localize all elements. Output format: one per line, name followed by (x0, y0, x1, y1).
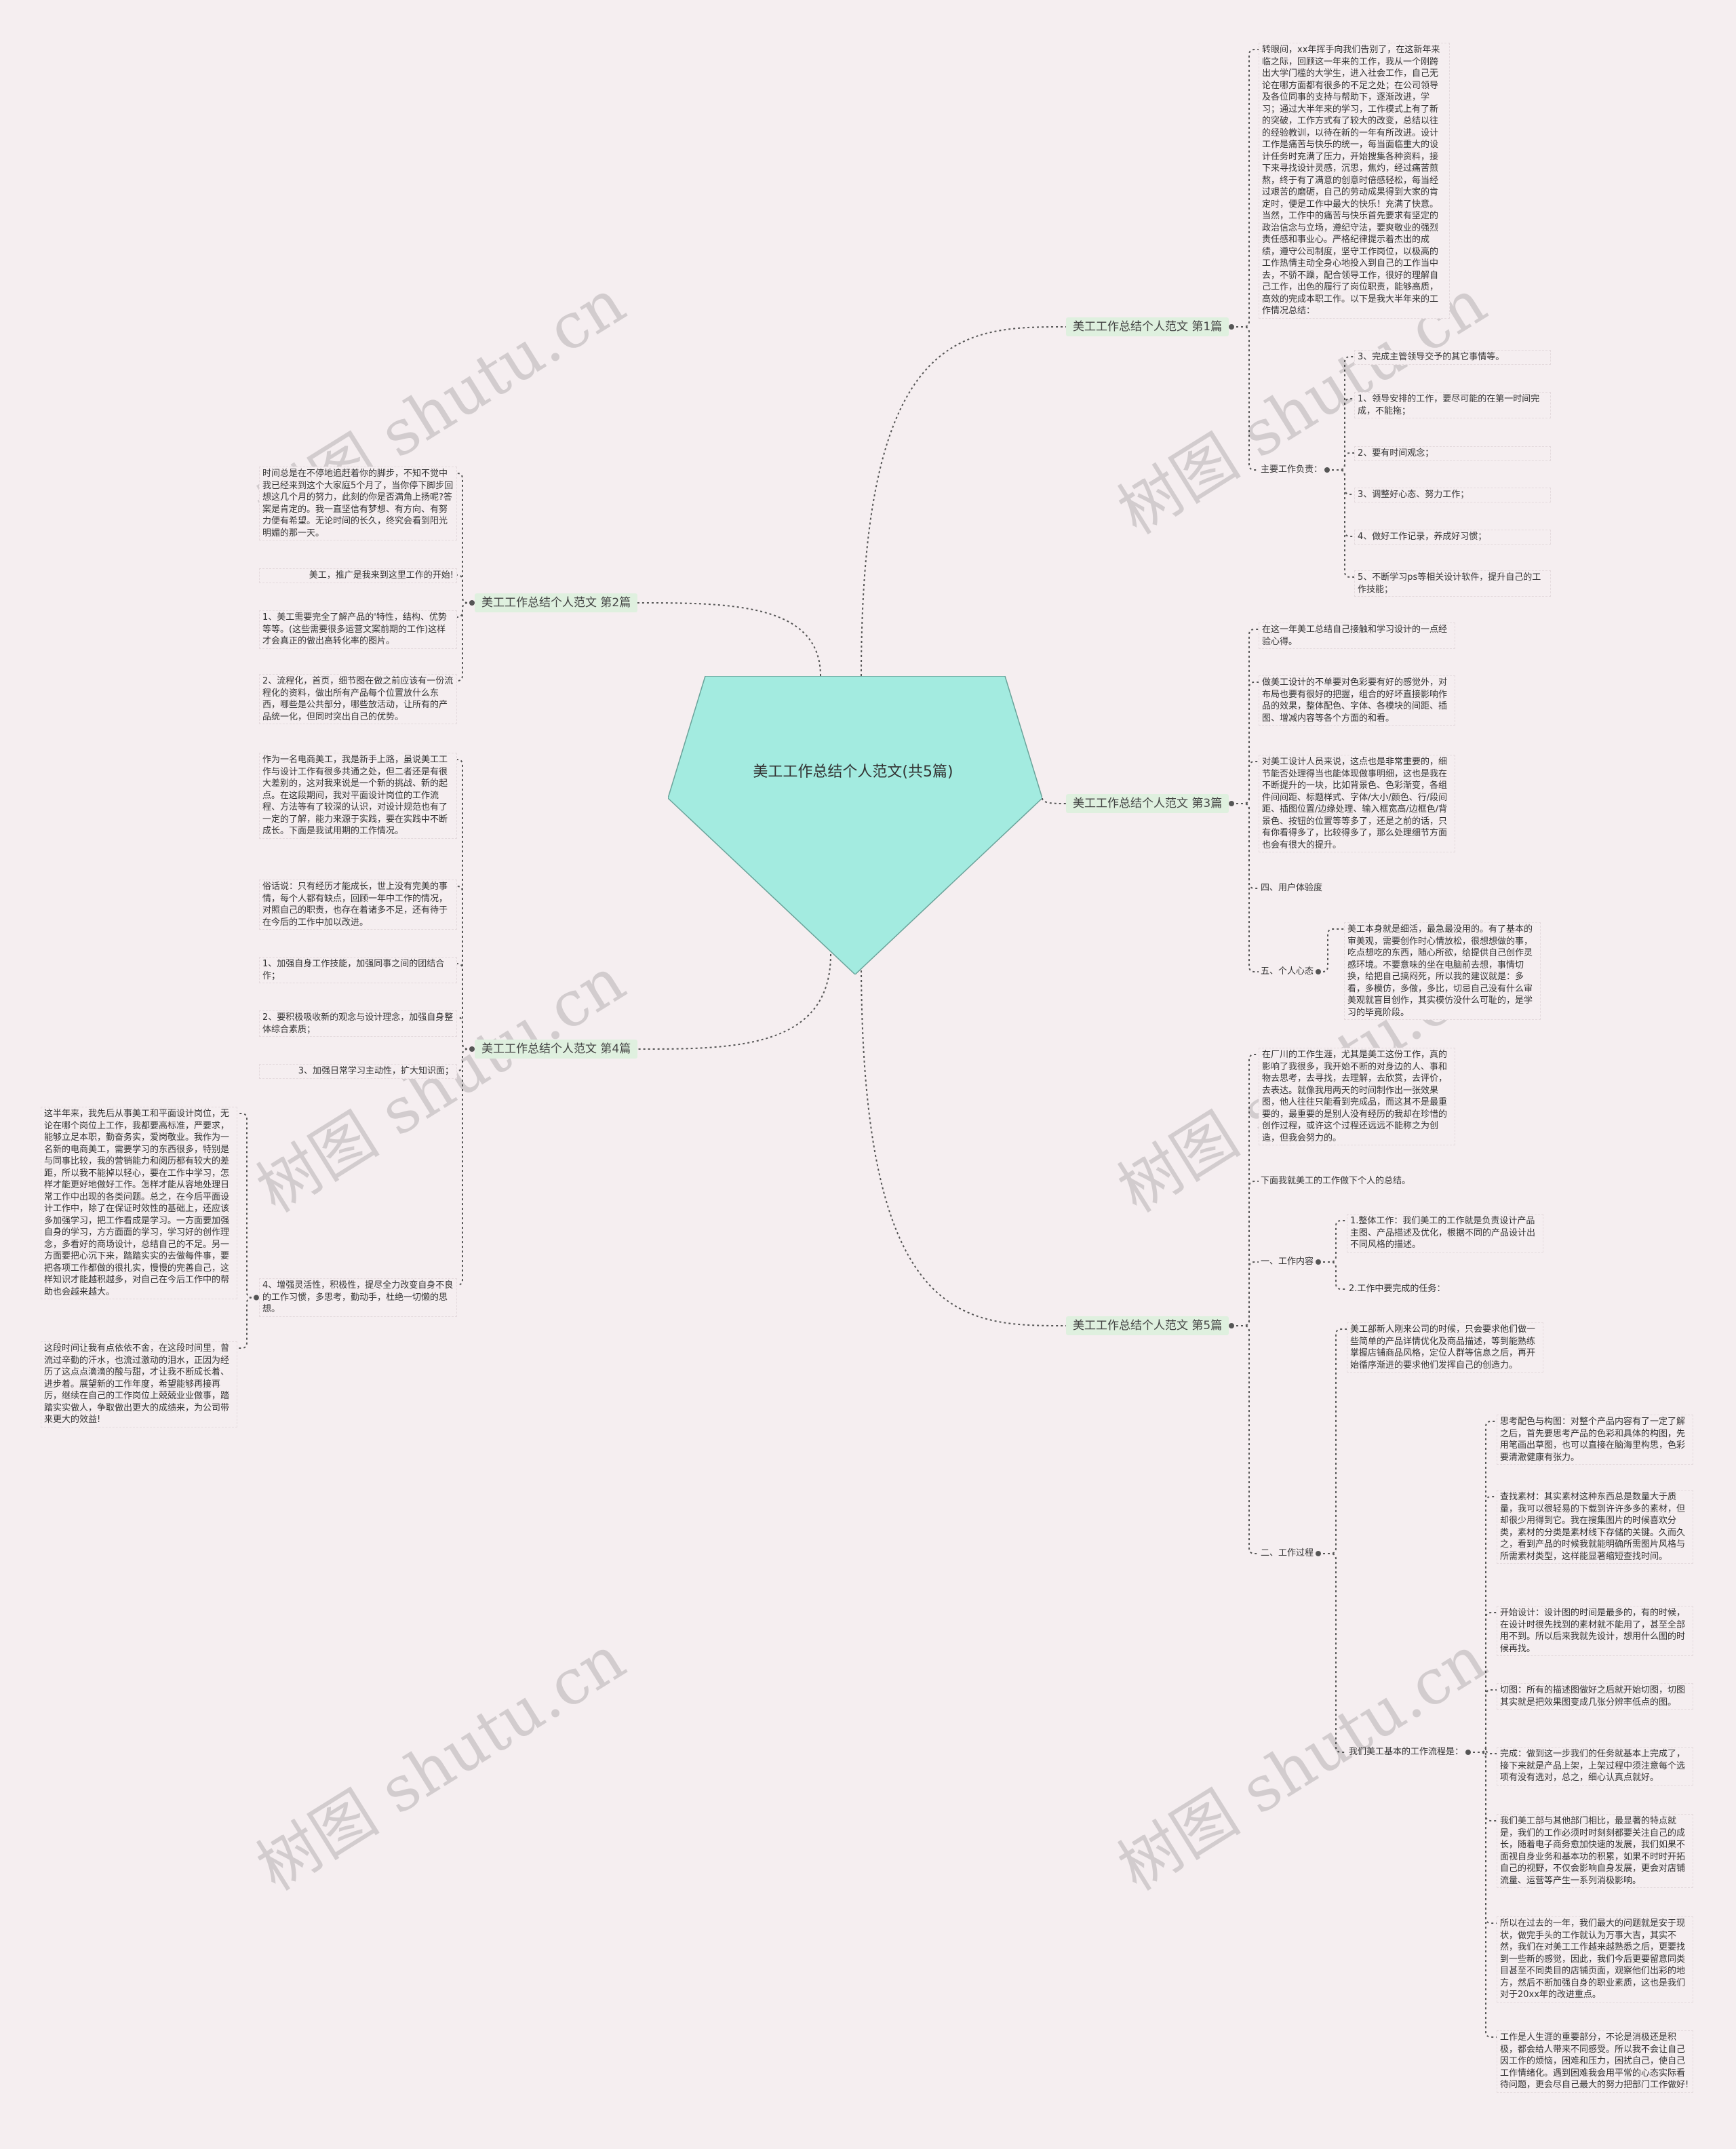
tree-connector (1327, 452, 1354, 471)
tree-connector (1318, 1261, 1347, 1290)
tree-connector (1231, 682, 1259, 804)
tree-connector (1327, 398, 1354, 471)
b5-flow-item: 完成：做到这一步我们的任务就基本上完成了，接下来就是产品上架，上架过程中须注意每… (1497, 1747, 1693, 1786)
tree-connector (1318, 1220, 1347, 1263)
b5-flow-item: 工作是人生涯的重要部分，不论是消极还是积极，都会给人带来不同感受。所以我不会让自… (1497, 2030, 1693, 2093)
b5-top-text: 在厂川的工作生涯，尤其是美工这份工作，真的影响了我很多，我开始不断的对身边的人、… (1259, 1048, 1455, 1145)
branch-5-topic[interactable]: 美工工作总结个人范文 第5篇 (1066, 1316, 1229, 1335)
tree-connector (456, 602, 472, 682)
tree-connector (1468, 1752, 1497, 2038)
b5-content-item: 1.整体工作：我们美工的工作就是负责设计产品主图、产品描述及优化，根据不同的产品… (1347, 1214, 1543, 1253)
b1-duty-label: 主要工作负责： (1261, 465, 1323, 475)
tree-connector (1231, 1054, 1259, 1326)
tree-connector (1468, 1752, 1497, 1924)
b5-content-label: 一、工作内容 (1261, 1257, 1314, 1267)
b1-duty-item: 1、领导安排的工作，要尽可能的在第一时间完成，不能拖； (1354, 392, 1551, 418)
b1-duty-item: 5、不断学习ps等相关设计软件，提升自己的工作技能； (1354, 570, 1551, 597)
b5-process-label: 二、工作过程 (1261, 1548, 1314, 1558)
tree-connector (1468, 1689, 1497, 1753)
b5-flow-item: 我们美工部与其他部门相比，最显著的特点就是，我们的工作必须时时刻刻都要关注自己的… (1497, 1814, 1693, 1888)
branch-connector (861, 960, 1067, 1326)
b5-flow-item: 所以在过去的一年，我们最大的问题就是安于现状，做完手头的工作就认为万事大吉，其实… (1497, 1916, 1693, 2003)
tree-connector (1231, 326, 1259, 471)
branch-4-topic[interactable]: 美工工作总结个人范文 第4篇 (475, 1040, 638, 1059)
b1-duty-item: 3、完成主管领导交予的其它事情等。 (1354, 350, 1551, 365)
b4-sub-item: 这段时间让我有点依依不舍，在这段时间里，曾流过辛勤的汗水，也流过激动的泪水，正因… (41, 1341, 237, 1427)
tree-connector (456, 759, 472, 1050)
tree-connector (456, 602, 472, 618)
b5-process-intro: 美工部新人刚来公司的时候，只会要求他们做一些简单的产品详情优化及商品描述，等到能… (1347, 1322, 1543, 1373)
center-topic-shape (668, 676, 1042, 974)
branch-connector (637, 602, 821, 677)
branch-connector (1042, 797, 1067, 804)
center-topic-title[interactable]: 美工工作总结个人范文(共5篇) (753, 764, 953, 781)
branch-2-topic[interactable]: 美工工作总结个人范文 第2篇 (475, 593, 638, 612)
tree-connector (1318, 928, 1344, 972)
tree-connector (1231, 49, 1259, 328)
b2-item: 1、美工需要完全了解产品的'特性，结构、优势等等。(这些需要很多运营文案前期的工… (259, 610, 457, 649)
b5-content-item: 2.工作中要完成的任务： (1349, 1284, 1446, 1294)
tree-connector (1231, 803, 1259, 972)
b1-duty-item: 3、调整好心态、努力工作； (1354, 488, 1551, 502)
b3-mind-label: 五、个人心态 (1261, 966, 1314, 977)
b4-item: 作为一名电商美工，我是新手上路，虽说美工工作与设计工作有很多共通之处，但二者还是… (259, 753, 457, 839)
tree-connector (1468, 1421, 1497, 1753)
b5-summary: 下面我就美工的工作做下个人的总结。 (1261, 1176, 1411, 1186)
b3-item: 四、用户体验度 (1261, 883, 1323, 893)
branch-3-topic[interactable]: 美工工作总结个人范文 第3篇 (1066, 794, 1229, 813)
tree-connector (237, 1297, 256, 1349)
b2-item: 美工，推广是我来到这里工作的开始! (259, 568, 457, 583)
b3-item: 在这一年美工总结自己接触和学习设计的一点经验心得。 (1259, 623, 1455, 649)
b5-flow-label: 我们美工基本的工作流程是： (1349, 1747, 1464, 1757)
b5-flow-item: 思考配色与构图：对整个产品内容有了一定了解之后，首先要思考产品的色彩和具体的构图… (1497, 1415, 1693, 1465)
tree-connector (1327, 469, 1354, 495)
tree-connector (1327, 469, 1354, 578)
tree-connector (1468, 1748, 1497, 1758)
tree-connector (456, 473, 472, 604)
b5-flow-item: 查找素材：其实素材这种东西总是数量大于质量，我可以很轻易的下载到许许多多的素材，… (1497, 1490, 1693, 1564)
tree-connector (1231, 1181, 1259, 1326)
branch-connector (861, 326, 1067, 677)
branch-connector (637, 953, 831, 1050)
tree-connector (1231, 803, 1259, 889)
b4-sub-item: 这半年来，我先后从事美工和平面设计岗位，无论在哪个岗位上工作，我都要高标准，严要… (41, 1107, 237, 1299)
b4-item: 1、加强自身工作技能，加强同事之间的团结合作； (259, 957, 457, 983)
tree-connector (456, 574, 472, 604)
tree-connector (456, 963, 472, 1050)
b1-intro-text: 转眼间，xx年挥手向我们告别了，在这新年来临之际，回顾这一年来的工作，我从一个刚… (1259, 43, 1450, 319)
tree-connector (456, 1048, 472, 1071)
tree-connector (1318, 1553, 1347, 1753)
b1-duty-item: 4、做好工作记录，养成好习惯； (1354, 530, 1551, 545)
tree-connector (1468, 1496, 1497, 1753)
tree-connector (1231, 761, 1259, 804)
b4-item: 3、加强日常学习主动性，扩大知识面； (259, 1064, 457, 1079)
tree-connector (1468, 1752, 1497, 1821)
tree-connector (1327, 356, 1354, 471)
tree-connector (456, 1048, 472, 1286)
tree-connector (1231, 1261, 1259, 1326)
branch-1-topic[interactable]: 美工工作总结个人范文 第1篇 (1066, 317, 1229, 336)
tree-connector (1327, 469, 1354, 537)
tree-connector (456, 1017, 472, 1050)
tree-connector (1318, 1328, 1347, 1554)
tree-connector (237, 1113, 256, 1299)
b3-item: 做美工设计的不单要对色彩要有好的感觉外，对布局也要有很好的把握，组合的好坏直接影… (1259, 675, 1455, 726)
b3-mind-text: 美工本身就是细活，最急最没用的。有了基本的审美观，需要创作时心情放松，很想想做的… (1344, 922, 1541, 1020)
b3-item: 对美工设计人员来说，这点也是非常重要的，细节能否处理得当也能体现做事明细，这也是… (1259, 755, 1455, 852)
b2-item: 时间总是在不停地追赶着你的脚步，不知不觉中我已经来到这个大家庭5个月了，当你停下… (259, 467, 457, 540)
b5-flow-item: 切图：所有的描述图做好之后就开始切图，切图其实就是把效果图变成几张分辨率低点的图… (1497, 1683, 1693, 1710)
tree-connector (456, 886, 472, 1050)
b4-item: 俗话说：只有经历才能成长，世上没有完美的事情，每个人都有缺点，回顾一年中工作的情… (259, 880, 457, 930)
b2-item: 2、流程化，首页，细节图在做之前应该有一份流程化的资料，做出所有产品每个位置放什… (259, 674, 457, 724)
b1-duty-item: 2、要有时间观念； (1354, 446, 1551, 461)
tree-connector (1468, 1612, 1497, 1753)
tree-connector (1231, 629, 1259, 804)
b4-item: 4、增强灵活性，积极性，提尽全力改变自身不良的工作习惯，多思考，勤动手，杜绝一切… (259, 1278, 457, 1317)
b4-item: 2、要积极吸收新的观念与设计理念，加强自身整体综合素质； (259, 1010, 457, 1037)
b5-flow-item: 开始设计：设计图的时间是最多的，有的时候，在设计时很先找到的素材就不能用了，甚至… (1497, 1606, 1693, 1656)
tree-connector (1231, 1325, 1259, 1554)
